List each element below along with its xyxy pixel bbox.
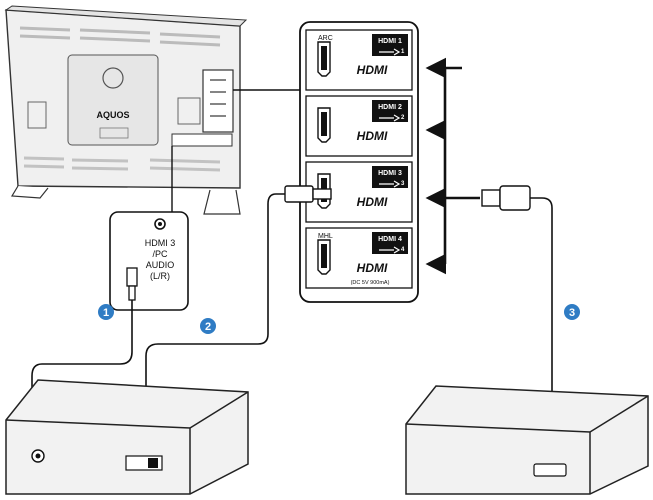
- hdmi-tag-badge: [372, 34, 408, 56]
- hdmi-tag-label: HDMI 3: [378, 170, 402, 177]
- step-marker-2: 2: [200, 318, 216, 334]
- hdmi-port-4: HDMI 4 4 MHL HDMI (DC 5V 900mA): [305, 227, 413, 289]
- tv-foot-left: [10, 185, 49, 199]
- tv-terminal-block: [202, 69, 234, 133]
- step-marker-number: 3: [569, 307, 575, 319]
- step-marker-number: 2: [205, 321, 211, 333]
- tv-foot-right: [203, 189, 241, 215]
- tv-vents: [19, 26, 221, 47]
- hdmi-tag-number: 1: [401, 49, 405, 55]
- hdmi-port-1: HDMI 1 1 ARC HDMI: [305, 29, 413, 91]
- source-device-left: [5, 379, 249, 495]
- hdmi-tag-label: HDMI 1: [378, 38, 402, 45]
- hdmi-out-port-icon: [533, 463, 567, 477]
- tv-logo: AQUOS: [96, 110, 129, 120]
- hdmi-tag-badge: [372, 100, 408, 122]
- hdmi-tag-badge: [372, 232, 408, 254]
- hdmi-tag-badge: [372, 166, 408, 188]
- tv-audio-jack-area: [171, 133, 233, 147]
- audio-label-line4: (L/R): [150, 271, 170, 281]
- hdmi-tag-number: 2: [401, 115, 405, 121]
- audio-label-line3: AUDIO: [146, 260, 175, 270]
- step-markers: 1 2 3: [98, 304, 580, 334]
- hdmi-tag-number: 3: [401, 181, 405, 187]
- hdmi-arrows: [425, 57, 480, 275]
- hdmi-tag-number: 4: [401, 247, 405, 253]
- tv-rear: AQUOS: [4, 5, 248, 215]
- hdmi-logo: HDMI: [357, 129, 388, 143]
- audio-label-line2: /PC: [152, 249, 168, 259]
- audio-panel: HDMI 3 /PC AUDIO (L/R): [109, 211, 189, 311]
- hdmi-logo: HDMI: [357, 195, 388, 209]
- source-device-right: [405, 385, 649, 495]
- step-marker-1: 1: [98, 304, 114, 320]
- step-marker-number: 1: [103, 307, 109, 319]
- hdmi-tag-label: HDMI 4: [378, 236, 402, 243]
- hdmi-tag-label: HDMI 2: [378, 104, 402, 111]
- audio-label-line1: HDMI 3: [145, 238, 176, 248]
- hdmi-power-note: (DC 5V 900mA): [351, 280, 390, 286]
- hdmi-logo: HDMI: [357, 63, 388, 77]
- hdmi-side-label: MHL: [318, 233, 333, 240]
- hdmi-logo: HDMI: [357, 261, 388, 275]
- step-marker-3: 3: [564, 304, 580, 320]
- hdmi-side-label: ARC: [318, 35, 333, 42]
